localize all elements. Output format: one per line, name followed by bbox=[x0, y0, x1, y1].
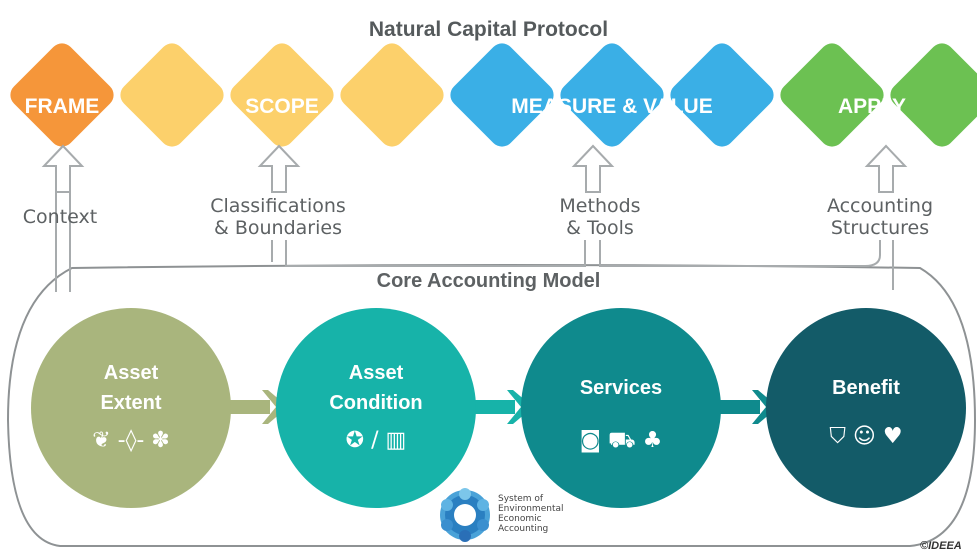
award-icon: ✪ bbox=[345, 428, 365, 453]
arrow-up-icon bbox=[864, 144, 908, 193]
stage-asset-condition: Asset Condition bbox=[296, 358, 456, 418]
phase-apply: APPLY bbox=[837, 95, 907, 118]
stage-icons: ❦ -◊- ✽ bbox=[51, 428, 211, 453]
smile-icon: ☺ bbox=[852, 424, 876, 449]
stage-benefit: Benefit bbox=[832, 377, 900, 399]
feed-methods-line-1: Methods bbox=[559, 195, 641, 217]
feed-context: Context bbox=[22, 206, 98, 228]
stage-icons: ✪ / ▥ bbox=[296, 428, 456, 453]
copyright: ©IDEEA bbox=[920, 540, 962, 552]
up-arrows bbox=[41, 144, 908, 193]
phase-diamonds bbox=[10, 43, 977, 147]
stage-circle bbox=[766, 308, 966, 508]
seea-line: Environmental bbox=[498, 504, 564, 514]
arrow-up-icon bbox=[257, 144, 301, 193]
stage-icons: ◙ ⛟ ♣ bbox=[541, 428, 701, 456]
feed-methods-line-2: & Tools bbox=[566, 217, 634, 239]
seea-logo-icon bbox=[440, 488, 490, 542]
feed-accounting-line-1: Accounting bbox=[826, 195, 934, 217]
drop-icon: -◊- bbox=[117, 428, 145, 453]
stage-circle bbox=[31, 308, 231, 508]
seea-logo-text: System of Environmental Economic Account… bbox=[498, 494, 563, 534]
stage-label-line-1: Asset bbox=[348, 362, 404, 384]
tractor-icon: ⛟ bbox=[607, 428, 636, 453]
phase-frame: FRAME bbox=[24, 95, 100, 118]
trash-icon: ▥ bbox=[385, 428, 407, 453]
arrow-up-icon bbox=[571, 144, 615, 193]
phase-measure-value: MEASURE & VALUE bbox=[511, 95, 713, 118]
slash-icon: / bbox=[371, 428, 379, 453]
heart-dollar-icon: ♥ bbox=[882, 424, 903, 449]
feed-classifications-line-1: Classifications bbox=[210, 195, 346, 217]
core-title: Core Accounting Model bbox=[376, 270, 601, 292]
stage-services: Services bbox=[579, 377, 663, 399]
seea-line: Economic bbox=[498, 514, 542, 524]
page-title: Natural Capital Protocol bbox=[368, 18, 609, 41]
lungs-icon: ♣ bbox=[642, 428, 663, 453]
seea-line: System of bbox=[498, 494, 544, 504]
stage-asset-extent: Asset Extent bbox=[51, 358, 211, 418]
stage-label-line-1: Asset bbox=[103, 362, 159, 384]
flow-arrows bbox=[225, 390, 778, 424]
phase-scope: SCOPE bbox=[245, 95, 319, 118]
stage-circle bbox=[521, 308, 721, 508]
shield-icon: ⛉ bbox=[829, 424, 846, 449]
stage-circle bbox=[276, 308, 476, 508]
stage-label-line-2: Extent bbox=[100, 392, 162, 414]
feed-accounting-line-2: Structures bbox=[830, 217, 930, 239]
stage-label-line-2: Condition bbox=[329, 392, 423, 414]
feed-methods: Methods & Tools bbox=[530, 195, 670, 239]
leaf-icon: ❦ bbox=[92, 428, 111, 453]
feed-classifications-line-2: & Boundaries bbox=[214, 217, 342, 239]
stage-icons: ⛉ ☺ ♥ bbox=[786, 424, 946, 449]
camera-icon: ◙ bbox=[579, 428, 601, 453]
feed-classifications: Classifications & Boundaries bbox=[178, 195, 378, 239]
feed-accounting: Accounting Structures bbox=[800, 195, 960, 239]
arrow-up-icon bbox=[41, 144, 85, 193]
paw-icon: ✽ bbox=[151, 428, 170, 453]
seea-line: Accounting bbox=[498, 524, 549, 534]
